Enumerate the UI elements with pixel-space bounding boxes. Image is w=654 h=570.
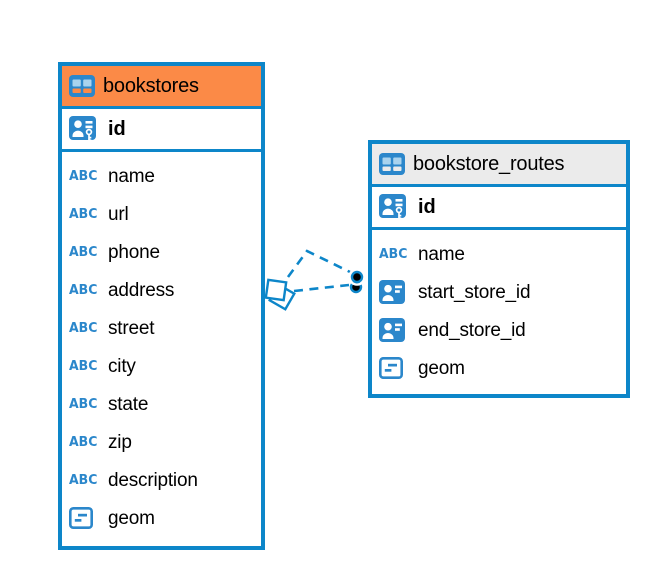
table-icon [379,153,405,175]
column-row-start-store-id[interactable]: start_store_id [379,273,619,311]
bookstores-field-list: ABC name ABC url ABC phone ABC address A… [62,152,261,546]
column-name: url [108,203,129,225]
column-row-end-store-id[interactable]: end_store_id [379,311,619,349]
column-row-routes-id[interactable]: id [372,187,626,230]
column-name: name [418,243,465,265]
column-name: geom [418,357,465,379]
geometry-column-icon [69,507,100,529]
column-name: id [108,118,126,140]
column-name: address [108,279,175,301]
text-column-icon: ABC [69,167,98,184]
column-name: end_store_id [418,319,526,341]
text-column-icon: ABC [69,319,98,336]
column-name: zip [108,431,132,453]
relationship-line-lower[interactable] [293,283,350,293]
table-icon [69,75,95,97]
column-row-state[interactable]: ABC state [69,385,254,423]
column-row-url[interactable]: ABC url [69,195,254,233]
column-row-zip[interactable]: ABC zip [69,423,254,461]
table-bookstore-routes-header[interactable]: bookstore_routes [372,144,626,187]
geometry-column-icon [379,357,410,379]
column-row-name[interactable]: ABC name [69,157,254,195]
reference-column-icon [379,318,410,342]
column-row-geom[interactable]: geom [379,349,619,387]
text-column-icon: ABC [69,281,98,298]
table-bookstores[interactable]: bookstores id ABC name [58,62,265,550]
diamond-marker[interactable] [264,278,296,311]
column-name: city [108,355,136,377]
primary-key-column-icon [379,194,410,220]
text-column-icon: ABC [69,395,98,412]
table-name: bookstores [103,75,199,97]
column-row-bookstores-id[interactable]: id [62,109,261,152]
column-name: street [108,317,155,339]
primary-key-column-icon [69,116,100,142]
column-name: name [108,165,155,187]
column-name: phone [108,241,160,263]
reference-column-icon [379,280,410,304]
column-row-name[interactable]: ABC name [379,235,619,273]
column-row-street[interactable]: ABC street [69,309,254,347]
relationship-line-upper[interactable] [286,249,351,278]
column-name: description [108,469,198,491]
text-column-icon: ABC [69,243,98,260]
column-row-phone[interactable]: ABC phone [69,233,254,271]
column-name: id [418,196,436,218]
text-column-icon: ABC [379,245,408,262]
text-column-icon: ABC [69,357,98,374]
text-column-icon: ABC [69,433,98,450]
table-bookstore-routes[interactable]: bookstore_routes id ABC name [368,140,630,398]
table-bookstores-header[interactable]: bookstores [62,66,261,109]
column-name: state [108,393,149,415]
column-row-geom[interactable]: geom [69,499,254,537]
column-row-city[interactable]: ABC city [69,347,254,385]
text-column-icon: ABC [69,205,98,222]
column-row-description[interactable]: ABC description [69,461,254,499]
text-column-icon: ABC [69,471,98,488]
double-dot-marker[interactable] [348,268,366,294]
column-name: start_store_id [418,281,531,303]
column-row-address[interactable]: ABC address [69,271,254,309]
table-name: bookstore_routes [413,153,565,175]
column-name: geom [108,507,155,529]
routes-field-list: ABC name start_store_id [372,230,626,394]
